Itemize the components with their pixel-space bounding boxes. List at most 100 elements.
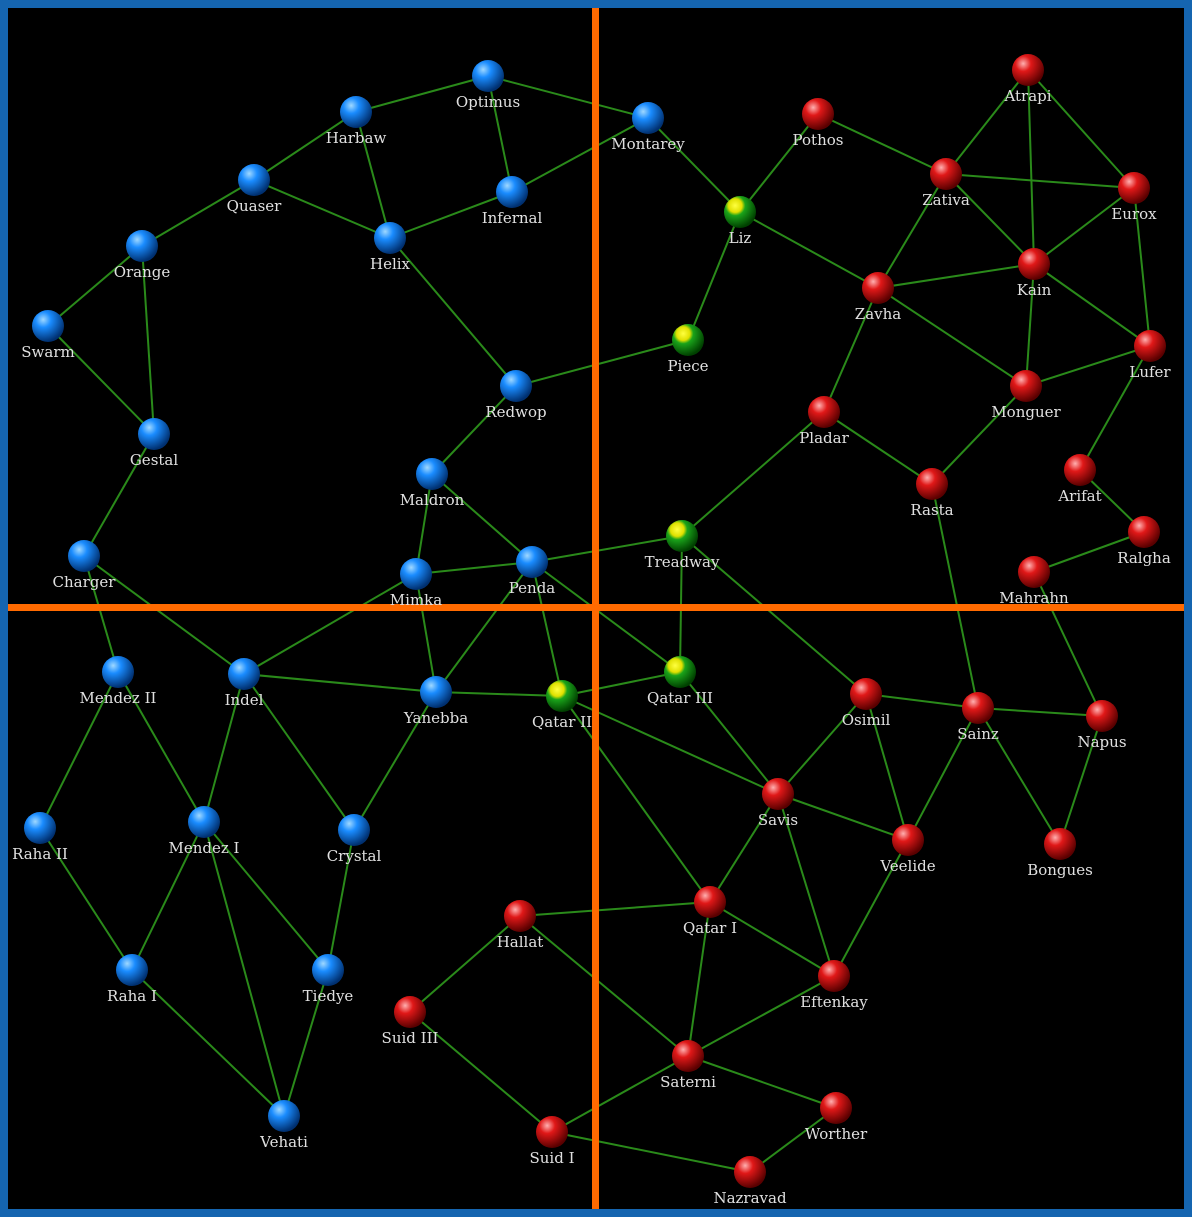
system-mahrahn[interactable]: Mahrahn — [999, 556, 1069, 607]
system-mendez-i[interactable]: Mendez I — [169, 806, 240, 857]
system-swarm[interactable]: Swarm — [21, 310, 75, 361]
red-planet-icon[interactable] — [694, 886, 726, 918]
blue-planet-icon[interactable] — [416, 458, 448, 490]
red-planet-icon[interactable] — [808, 396, 840, 428]
system-harbaw[interactable]: Harbaw — [326, 96, 387, 147]
red-planet-icon[interactable] — [892, 824, 924, 856]
system-helix[interactable]: Helix — [370, 222, 411, 273]
system-sainz[interactable]: Sainz — [957, 692, 999, 743]
red-planet-icon[interactable] — [962, 692, 994, 724]
system-montarey[interactable]: Montarey — [611, 102, 685, 153]
red-planet-icon[interactable] — [504, 900, 536, 932]
system-monguer[interactable]: Monguer — [991, 370, 1062, 421]
red-planet-icon[interactable] — [1064, 454, 1096, 486]
blue-planet-icon[interactable] — [126, 230, 158, 262]
system-yanebba[interactable]: Yanebba — [403, 676, 468, 727]
red-planet-icon[interactable] — [916, 468, 948, 500]
blue-planet-icon[interactable] — [68, 540, 100, 572]
system-qatar-ii[interactable]: Qatar II — [532, 680, 592, 731]
red-planet-icon[interactable] — [820, 1092, 852, 1124]
red-planet-icon[interactable] — [818, 960, 850, 992]
blue-planet-icon[interactable] — [238, 164, 270, 196]
system-qatar-iii[interactable]: Qatar III — [647, 656, 713, 707]
blue-planet-icon[interactable] — [228, 658, 260, 690]
green-planet-icon[interactable] — [546, 680, 578, 712]
red-planet-icon[interactable] — [850, 678, 882, 710]
red-planet-icon[interactable] — [862, 272, 894, 304]
green-planet-icon[interactable] — [666, 520, 698, 552]
blue-planet-icon[interactable] — [400, 558, 432, 590]
system-charger[interactable]: Charger — [53, 540, 117, 591]
blue-planet-icon[interactable] — [268, 1100, 300, 1132]
system-crystal[interactable]: Crystal — [327, 814, 382, 865]
system-hallat[interactable]: Hallat — [497, 900, 544, 951]
system-treadway[interactable]: Treadway — [645, 520, 720, 571]
system-rasta[interactable]: Rasta — [910, 468, 954, 519]
system-raha-i[interactable]: Raha I — [107, 954, 157, 1005]
system-maldron[interactable]: Maldron — [400, 458, 465, 509]
system-suid-iii[interactable]: Suid III — [382, 996, 439, 1047]
red-planet-icon[interactable] — [1134, 330, 1166, 362]
system-mendez-ii[interactable]: Mendez II — [80, 656, 157, 707]
system-raha-ii[interactable]: Raha II — [12, 812, 68, 863]
system-orange[interactable]: Orange — [114, 230, 171, 281]
green-planet-icon[interactable] — [724, 196, 756, 228]
red-planet-icon[interactable] — [1010, 370, 1042, 402]
blue-planet-icon[interactable] — [472, 60, 504, 92]
system-atrapi[interactable]: Atrapi — [1003, 54, 1052, 105]
blue-planet-icon[interactable] — [188, 806, 220, 838]
system-arifat[interactable]: Arifat — [1057, 454, 1102, 505]
blue-planet-icon[interactable] — [138, 418, 170, 450]
red-planet-icon[interactable] — [1018, 556, 1050, 588]
system-savis[interactable]: Savis — [758, 778, 798, 829]
red-planet-icon[interactable] — [930, 158, 962, 190]
system-mimka[interactable]: Mimka — [390, 558, 442, 609]
system-zavha[interactable]: Zavha — [855, 272, 902, 323]
red-planet-icon[interactable] — [1128, 516, 1160, 548]
blue-planet-icon[interactable] — [632, 102, 664, 134]
system-saterni[interactable]: Saterni — [660, 1040, 716, 1091]
system-suid-i[interactable]: Suid I — [529, 1116, 575, 1167]
red-planet-icon[interactable] — [802, 98, 834, 130]
system-gestal[interactable]: Gestal — [130, 418, 179, 469]
blue-planet-icon[interactable] — [102, 656, 134, 688]
system-redwop[interactable]: Redwop — [485, 370, 547, 421]
system-ralgha[interactable]: Ralgha — [1117, 516, 1171, 567]
blue-planet-icon[interactable] — [116, 954, 148, 986]
blue-planet-icon[interactable] — [374, 222, 406, 254]
red-planet-icon[interactable] — [1018, 248, 1050, 280]
system-vehati[interactable]: Vehati — [259, 1100, 308, 1151]
blue-planet-icon[interactable] — [496, 176, 528, 208]
system-eftenkay[interactable]: Eftenkay — [800, 960, 868, 1011]
red-planet-icon[interactable] — [1044, 828, 1076, 860]
blue-planet-icon[interactable] — [420, 676, 452, 708]
blue-planet-icon[interactable] — [340, 96, 372, 128]
red-planet-icon[interactable] — [1086, 700, 1118, 732]
system-worther[interactable]: Worther — [805, 1092, 868, 1143]
system-veelide[interactable]: Veelide — [879, 824, 936, 875]
system-bongues[interactable]: Bongues — [1027, 828, 1093, 879]
green-planet-icon[interactable] — [672, 324, 704, 356]
blue-planet-icon[interactable] — [32, 310, 64, 342]
system-pladar[interactable]: Pladar — [799, 396, 850, 447]
blue-planet-icon[interactable] — [312, 954, 344, 986]
blue-planet-icon[interactable] — [500, 370, 532, 402]
system-tiedye[interactable]: Tiedye — [303, 954, 354, 1005]
system-quaser[interactable]: Quaser — [227, 164, 282, 215]
red-planet-icon[interactable] — [394, 996, 426, 1028]
blue-planet-icon[interactable] — [24, 812, 56, 844]
red-planet-icon[interactable] — [1012, 54, 1044, 86]
system-liz[interactable]: Liz — [724, 196, 756, 247]
system-kain[interactable]: Kain — [1017, 248, 1052, 299]
blue-planet-icon[interactable] — [338, 814, 370, 846]
system-lufer[interactable]: Lufer — [1129, 330, 1171, 381]
red-planet-icon[interactable] — [672, 1040, 704, 1072]
system-osimil[interactable]: Osimil — [842, 678, 891, 729]
blue-planet-icon[interactable] — [516, 546, 548, 578]
system-qatar-i[interactable]: Qatar I — [683, 886, 737, 937]
system-infernal[interactable]: Infernal — [482, 176, 543, 227]
red-planet-icon[interactable] — [536, 1116, 568, 1148]
system-indel[interactable]: Indel — [225, 658, 264, 709]
system-eurox[interactable]: Eurox — [1111, 172, 1157, 223]
red-planet-icon[interactable] — [1118, 172, 1150, 204]
